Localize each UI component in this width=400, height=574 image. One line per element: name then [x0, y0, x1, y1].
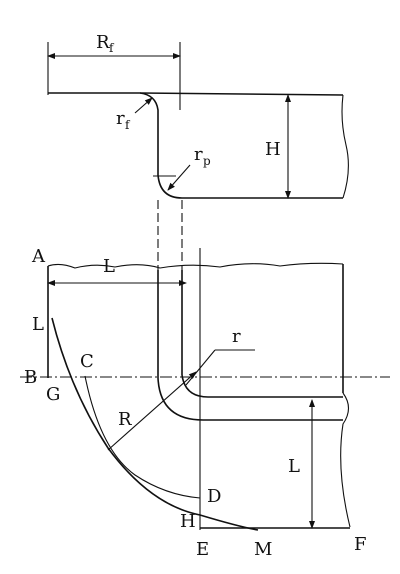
- label-rf-sub: f: [109, 41, 115, 55]
- r-leader: [185, 349, 216, 386]
- label-f: F: [354, 534, 367, 555]
- label-g: G: [46, 384, 60, 405]
- label-rf: R: [96, 32, 110, 53]
- label-h-top: H: [265, 139, 281, 160]
- label-e: E: [196, 539, 209, 560]
- corner-inner-curve: [181, 374, 343, 398]
- rf-leader: [134, 97, 153, 114]
- flange-profile: [48, 92, 343, 199]
- label-h-bottom: H: [180, 511, 196, 532]
- label-l-right: L: [288, 456, 300, 477]
- label-m: M: [254, 539, 272, 560]
- label-rp-sub: p: [203, 154, 211, 168]
- plan-view: [20, 248, 390, 531]
- label-b: B: [24, 367, 37, 388]
- label-c: C: [80, 351, 94, 372]
- label-l-left: L: [32, 314, 44, 335]
- label-rp: r: [194, 144, 203, 165]
- label-a: A: [31, 246, 46, 267]
- blank-contour-lgm: [51, 317, 259, 531]
- side-section-view: [47, 42, 349, 270]
- label-r-big: R: [118, 409, 132, 430]
- label-r-small: r: [232, 326, 241, 347]
- rp-leader: [167, 164, 191, 191]
- top-edge: [139, 92, 344, 96]
- corner-outer-curve: [157, 377, 343, 421]
- label-l-top: L: [103, 256, 115, 277]
- break-line-top: [341, 94, 349, 199]
- break-line-plan-top: [47, 262, 344, 269]
- label-rf-small-sub: f: [125, 118, 131, 132]
- contour-cd: [84, 375, 201, 499]
- r-radius-line: [107, 371, 197, 451]
- label-d: D: [207, 486, 221, 507]
- labels: R f r f r p H A L L B C G r R L D H E M …: [24, 32, 367, 560]
- label-rf-small: r: [116, 108, 125, 129]
- break-line-right: [340, 392, 351, 528]
